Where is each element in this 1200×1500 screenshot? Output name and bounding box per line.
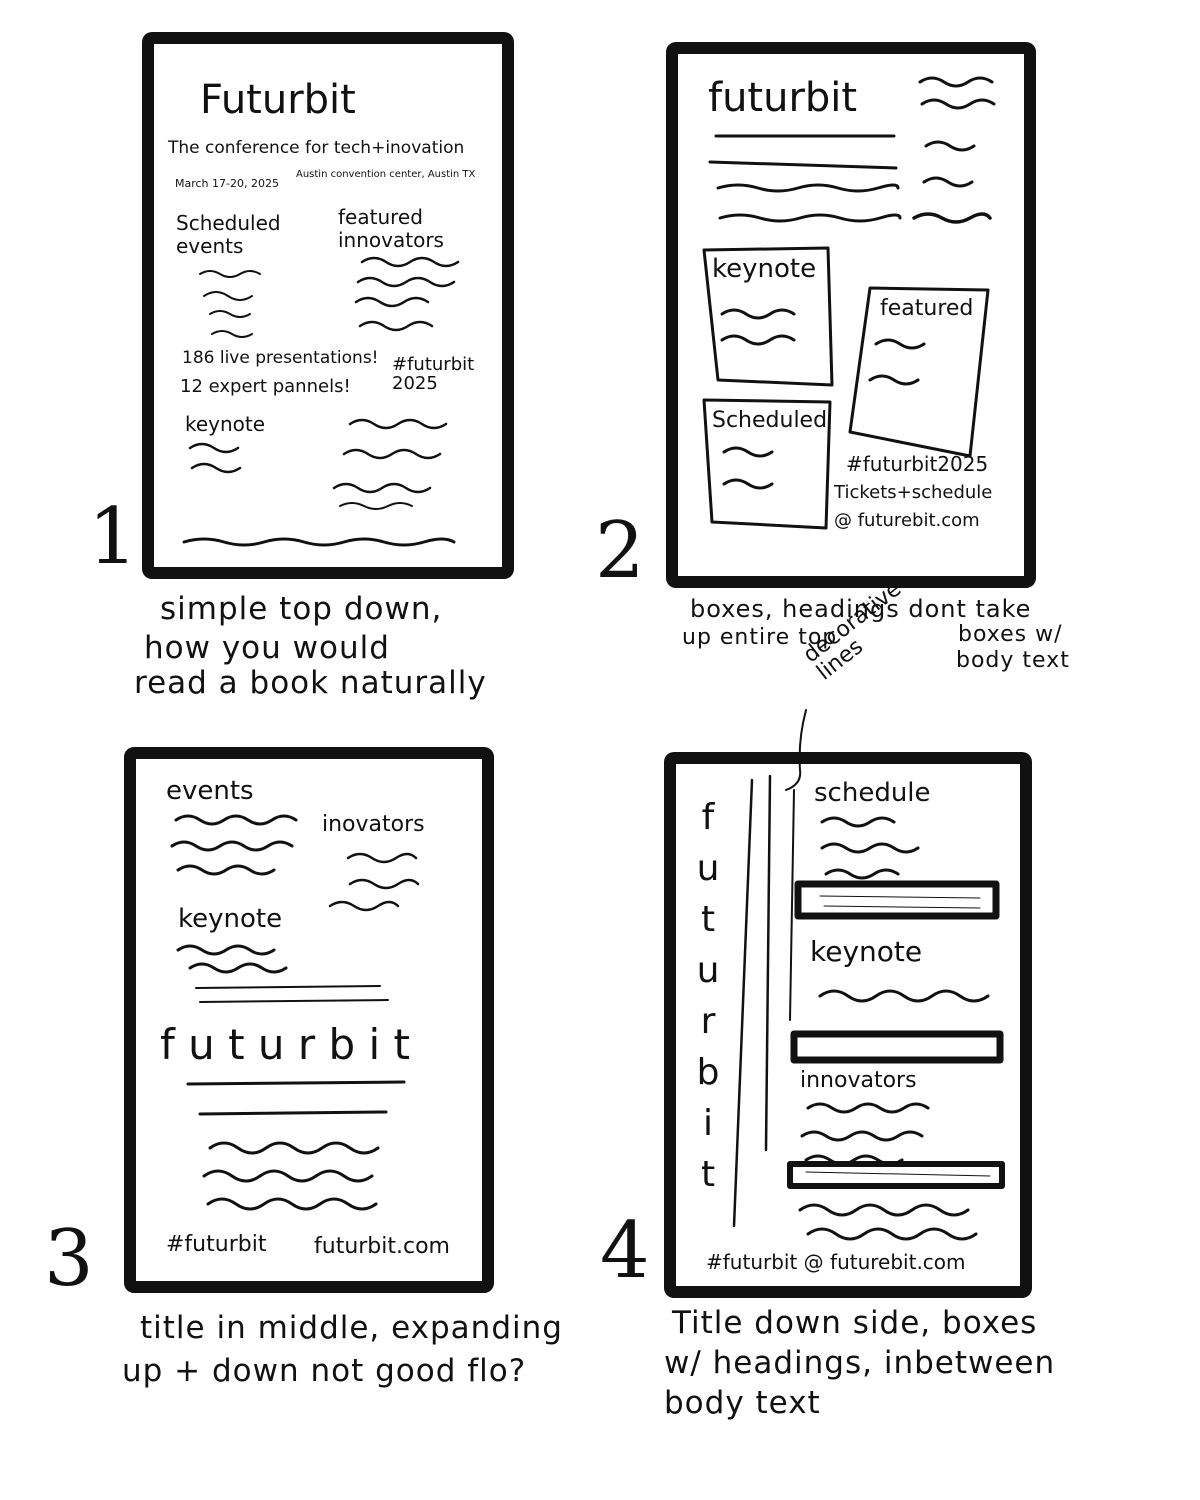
sketch-4-title-letter: t [700,899,716,940]
sketch-4-innovators-heading: innovators [800,1068,917,1093]
sketch-4-title-letter: u [696,848,720,889]
sketch-3-number: 3 [44,1214,94,1304]
sketch-1-hashtag: #futurbit 2025 [392,354,475,394]
sketch-3-caption-line-2: up + down not good flo? [122,1353,527,1389]
sketch-4-schedule-heading: schedule [814,778,931,808]
sketch-2-number: 2 [595,506,645,596]
sketch-2-caption-left-2: up entire top [682,625,838,650]
sketch-1-venue: Austin convention center, Austin TX [296,169,476,180]
sketch-3-caption-line-1: title in middle, expanding [140,1310,563,1346]
sketch-1-caption-line-2: how you would [144,630,390,666]
sketch-4-title-letter: i [702,1103,713,1144]
sketch-2-caption-left-1: boxes, headings dont take [690,595,1032,623]
sketch-4-footer: #futurbit @ futurebit.com [706,1250,966,1274]
sketch-1-frame [142,32,514,579]
sketch-4-title-letter: u [696,950,720,991]
sketch-3-title: f u t u r b i t [160,1020,411,1069]
sketch-2-website: @ futurebit.com [834,510,980,531]
sketch-2-frame [666,42,1036,588]
sketch-3-website: futurbit.com [314,1234,450,1259]
sketch-4-caption-line-1: Title down side, boxes [672,1305,1038,1341]
sketch-1-stat-presentations: 186 live presentations! [182,348,379,368]
sketch-4-title-letter: b [696,1052,720,1093]
sketch-4-vertical-title: f u t u r b i t [690,792,726,1200]
sketch-1-dates: March 17-20, 2025 [175,177,279,190]
sketch-3-innovators-heading: inovators [322,812,425,837]
sketch-1-scheduled-events: Scheduled events [176,211,281,258]
sketch-4-keynote-heading: keynote [810,935,923,968]
sketch-1-title: Futurbit [200,77,356,123]
sketch-2-caption-right-1: boxes w/ [958,622,1063,647]
sketch-1-keynote: keynote [185,412,266,436]
sketch-1-caption-line-1: simple top down, [160,591,443,627]
sketch-4-caption-line-3: body text [664,1385,821,1421]
sketch-3-frame [124,747,494,1293]
sketch-2-keynote-heading: keynote [712,254,817,284]
sketch-3-hashtag: #futurbit [166,1232,267,1257]
sketch-1-caption-line-3: read a book naturally [134,665,487,701]
sketch-4-title-letter: r [700,1001,716,1042]
sketch-2-scheduled-heading: Scheduled [712,408,828,433]
sketch-2-caption-right-2: body text [956,648,1070,673]
sketch-3-events-heading: events [166,776,254,806]
sketch-4-number: 4 [600,1206,650,1296]
sketch-4-caption-line-2: w/ headings, inbetween [664,1345,1056,1381]
sketch-2-tickets: Tickets+schedule [834,482,993,503]
sketch-4-frame [664,752,1032,1298]
sketch-2-hashtag: #futurbit2025 [846,452,989,476]
sketch-1-featured-innovators: featured innovators [338,205,444,252]
sketch-2-title: futurbit [708,75,858,121]
sketch-3-keynote-heading: keynote [178,904,283,934]
sketch-4-title-letter: t [700,1154,716,1195]
sketch-1-stat-panels: 12 expert pannels! [180,376,351,397]
sketch-4-title-letter: f [701,797,715,838]
sketch-1-number: 1 [88,492,138,582]
sketch-1-tagline: The conference for tech+inovation [168,138,465,158]
sketch-2-featured-heading: featured [880,296,974,321]
